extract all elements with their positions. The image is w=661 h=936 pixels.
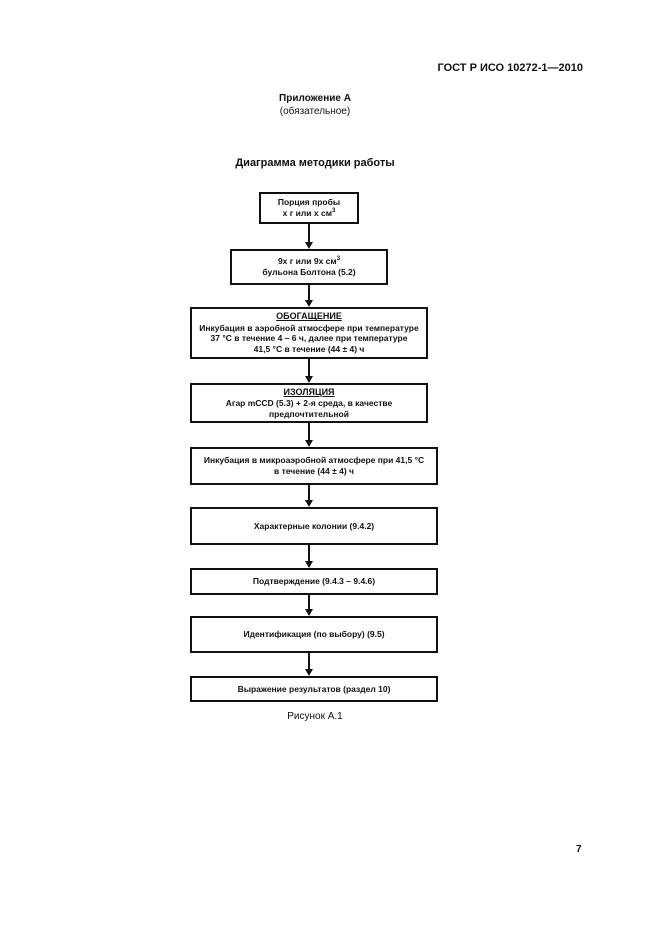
appendix-title: Приложение А (279, 93, 351, 104)
flow-step-identification: Идентификация (по выбору) (9.5) (190, 616, 438, 653)
figure-caption: Рисунок А.1 (287, 711, 343, 722)
step2-line2: бульона Болтона (5.2) (262, 267, 356, 277)
step3-line1: Инкубация в аэробной атмосфере при темпе… (199, 322, 419, 333)
standard-number: ГОСТ Р ИСО 10272-1—2010 (437, 62, 583, 74)
step6-text: Характерные колонии (9.4.2) (253, 520, 375, 531)
flow-step-confirmation: Подтверждение (9.4.3 – 9.4.6) (190, 568, 438, 595)
step2-line1: 9x г или 9x см3 (277, 256, 341, 267)
appendix-status: (обязательное) (279, 106, 351, 117)
step9-text: Выражение результатов (раздел 10) (237, 683, 391, 694)
step5-line2: в течение (44 ± 4) ч (274, 466, 354, 476)
step3-line3: 41,5 °C в течение (44 ± 4) ч (253, 343, 365, 354)
step8-text: Идентификация (по выбору) (9.5) (243, 629, 385, 640)
step1-line1: Порция пробы (277, 197, 341, 208)
flow-step-typical-colonies: Характерные колонии (9.4.2) (190, 507, 438, 545)
step5-line1: Инкубация в микроаэробной атмосфере при … (203, 455, 425, 466)
flow-step-results: Выражение результатов (раздел 10) (190, 676, 438, 702)
enrichment-title: ОБОГАЩЕНИЕ (276, 311, 342, 322)
step3-line2: 37 °C в течение 4 – 6 ч, далее при темпе… (210, 333, 408, 344)
flow-step-bolton-broth: 9x г или 9x см3 бульона Болтона (5.2) (230, 249, 388, 285)
step1-line2: x г или x см3 (282, 208, 336, 218)
flow-step-microaerobic-incubation: Инкубация в микроаэробной атмосфере при … (190, 447, 438, 485)
step4-line2: предпочтительной (269, 408, 349, 419)
step7-text: Подтверждение (9.4.3 – 9.4.6) (252, 576, 376, 587)
flow-step-enrichment: ОБОГАЩЕНИЕ Инкубация в аэробной атмосфер… (190, 307, 428, 359)
appendix-block: Приложение А (обязательное) (215, 92, 415, 118)
isolation-title: ИЗОЛЯЦИЯ (283, 386, 335, 397)
step4-line1: Агар mCCD (5.3) + 2-я среда, в качестве (225, 398, 393, 408)
diagram-title: Диаграмма методики работы (235, 157, 395, 169)
page-number: 7 (576, 844, 582, 855)
flow-step-isolation: ИЗОЛЯЦИЯ Агар mCCD (5.3) + 2-я среда, в … (190, 383, 428, 423)
flow-step-sample-portion: Порция пробы x г или x см3 (259, 192, 359, 224)
